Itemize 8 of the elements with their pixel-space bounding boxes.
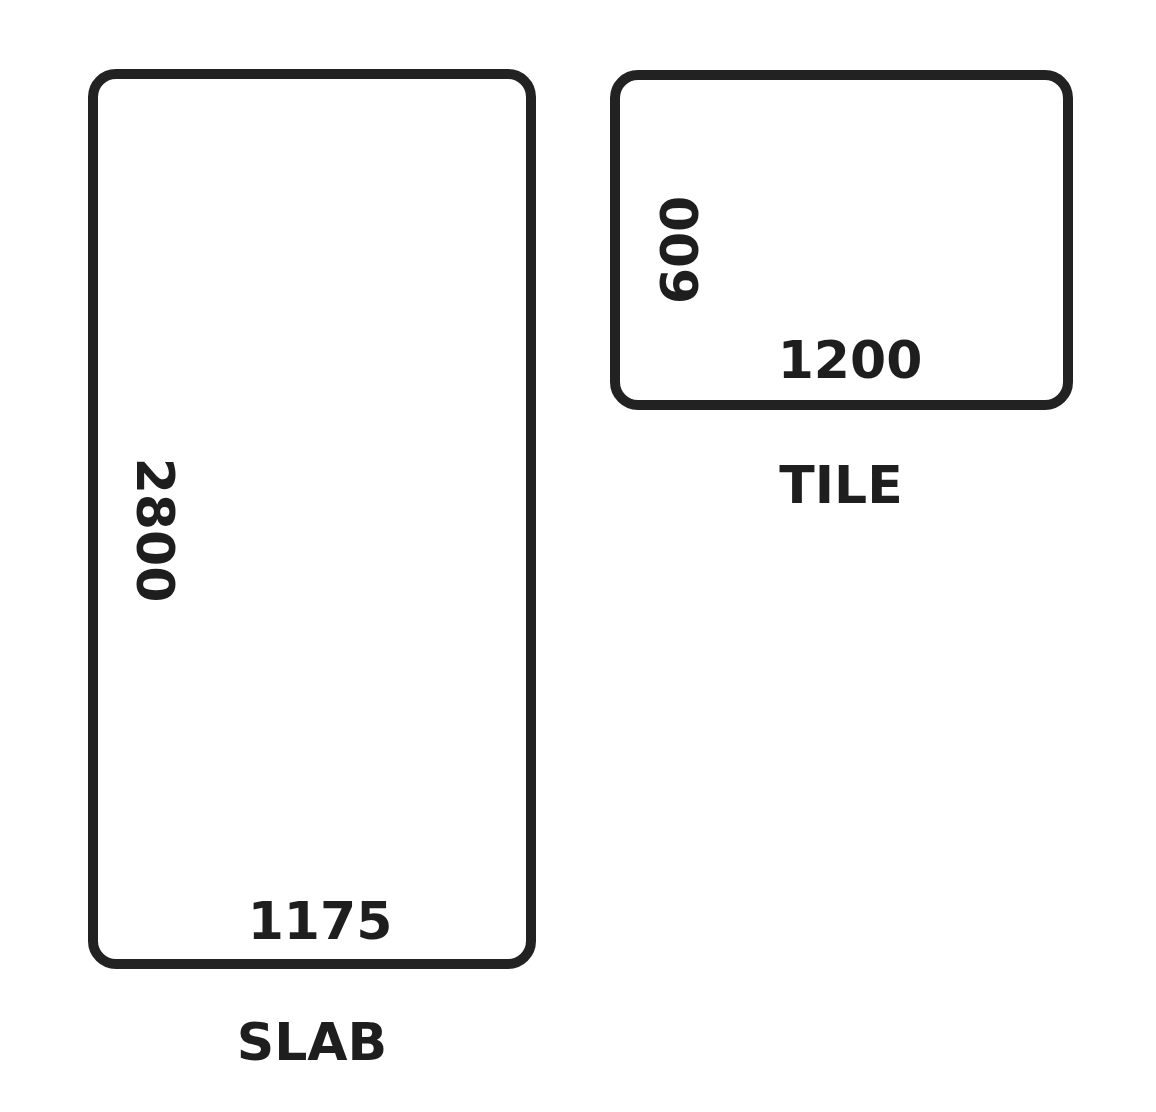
dimension-label: 1200: [777, 334, 923, 386]
dimension-label: 1175: [247, 895, 393, 947]
rounded-rectangle: [88, 69, 536, 969]
caption-label: SLAB: [236, 1016, 388, 1068]
dimension-label: 2800: [129, 457, 181, 603]
caption-label: TILE: [779, 459, 903, 511]
dimension-label: 600: [654, 195, 706, 305]
rounded-rectangle: [610, 70, 1073, 410]
